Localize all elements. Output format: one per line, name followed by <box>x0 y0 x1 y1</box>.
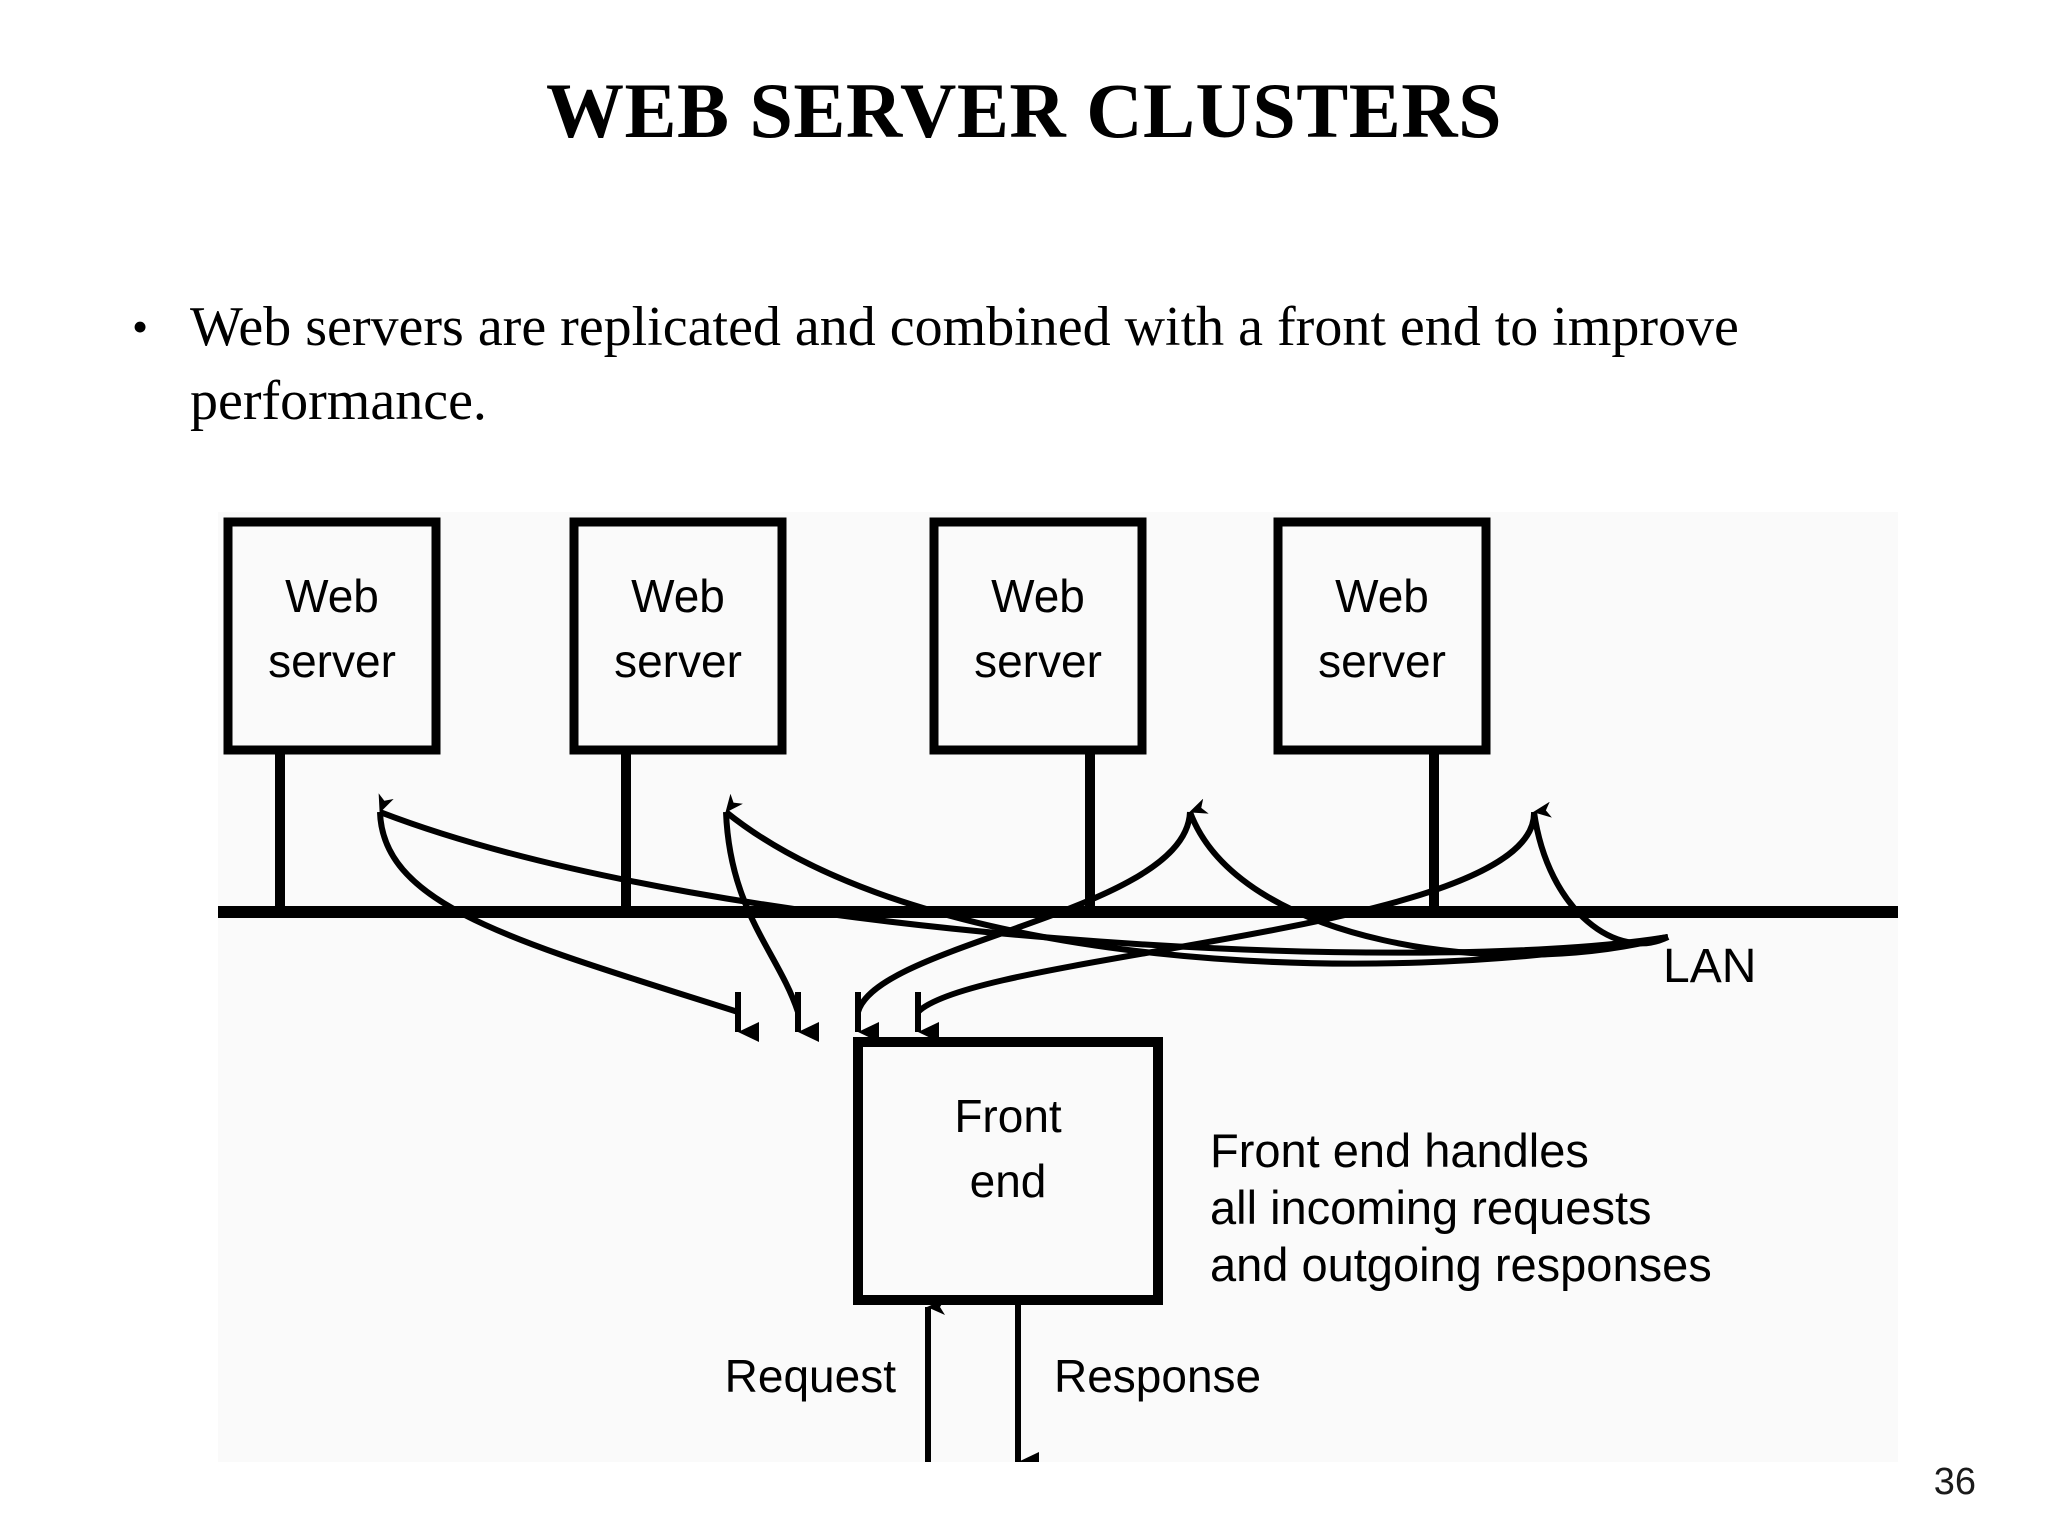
lan-label: LAN <box>1663 940 1756 993</box>
request-curve-2 <box>723 811 801 1013</box>
web-server-box-2 <box>569 517 787 755</box>
cluster-diagram: Web server Web server Web server Web ser… <box>218 512 1898 1462</box>
request-curve-3 <box>855 811 1193 1014</box>
web-server-label-4-line2: server <box>1318 635 1446 687</box>
page-number: 36 <box>1933 1461 1976 1503</box>
web-server-box-1 <box>223 517 441 755</box>
web-server-node-3[interactable]: Web server <box>929 517 1147 755</box>
web-server-label-3-line2: server <box>974 635 1102 687</box>
web-server-label-3-line1: Web <box>991 570 1085 622</box>
front-end-label-line1: Front <box>954 1090 1062 1142</box>
request-curve-4 <box>915 811 1538 1015</box>
list-item: • Web servers are replicated and combine… <box>118 290 1948 438</box>
front-end-annotation-line3: and outgoing responses <box>1210 1238 1712 1291</box>
front-end-label-line2: end <box>970 1155 1047 1207</box>
response-arrow-to-server-4 <box>1531 801 1670 947</box>
web-server-label-1-line1: Web <box>285 570 379 622</box>
bullet-marker-icon: • <box>132 301 149 352</box>
web-server-box-4 <box>1273 517 1491 755</box>
web-server-label-4-line1: Web <box>1335 570 1429 622</box>
cluster-diagram-svg: Web server Web server Web server Web ser… <box>218 517 1898 1462</box>
front-end-node[interactable]: Front end <box>853 1037 1163 1305</box>
request-curve-1 <box>377 811 739 1015</box>
response-arrow-to-server-3 <box>1187 798 1669 958</box>
web-server-node-1[interactable]: Web server <box>223 517 441 755</box>
web-server-box-3 <box>929 517 1147 755</box>
bullet-list: • Web servers are replicated and combine… <box>118 290 1948 438</box>
page-title: WEB SERVER CLUSTERS <box>545 67 1503 154</box>
web-server-label-2-line1: Web <box>631 570 725 622</box>
front-end-box <box>853 1037 1163 1305</box>
web-server-node-4[interactable]: Web server <box>1273 517 1491 755</box>
bullet-text: Web servers are replicated and combined … <box>190 296 1739 432</box>
web-server-node-2[interactable]: Web server <box>569 517 787 755</box>
web-server-label-2-line2: server <box>614 635 742 687</box>
front-end-annotation-line1: Front end handles <box>1210 1124 1589 1177</box>
front-end-annotation-line2: all incoming requests <box>1210 1181 1652 1234</box>
web-server-label-1-line2: server <box>268 635 396 687</box>
request-label: Request <box>725 1350 897 1402</box>
response-label: Response <box>1054 1350 1261 1402</box>
